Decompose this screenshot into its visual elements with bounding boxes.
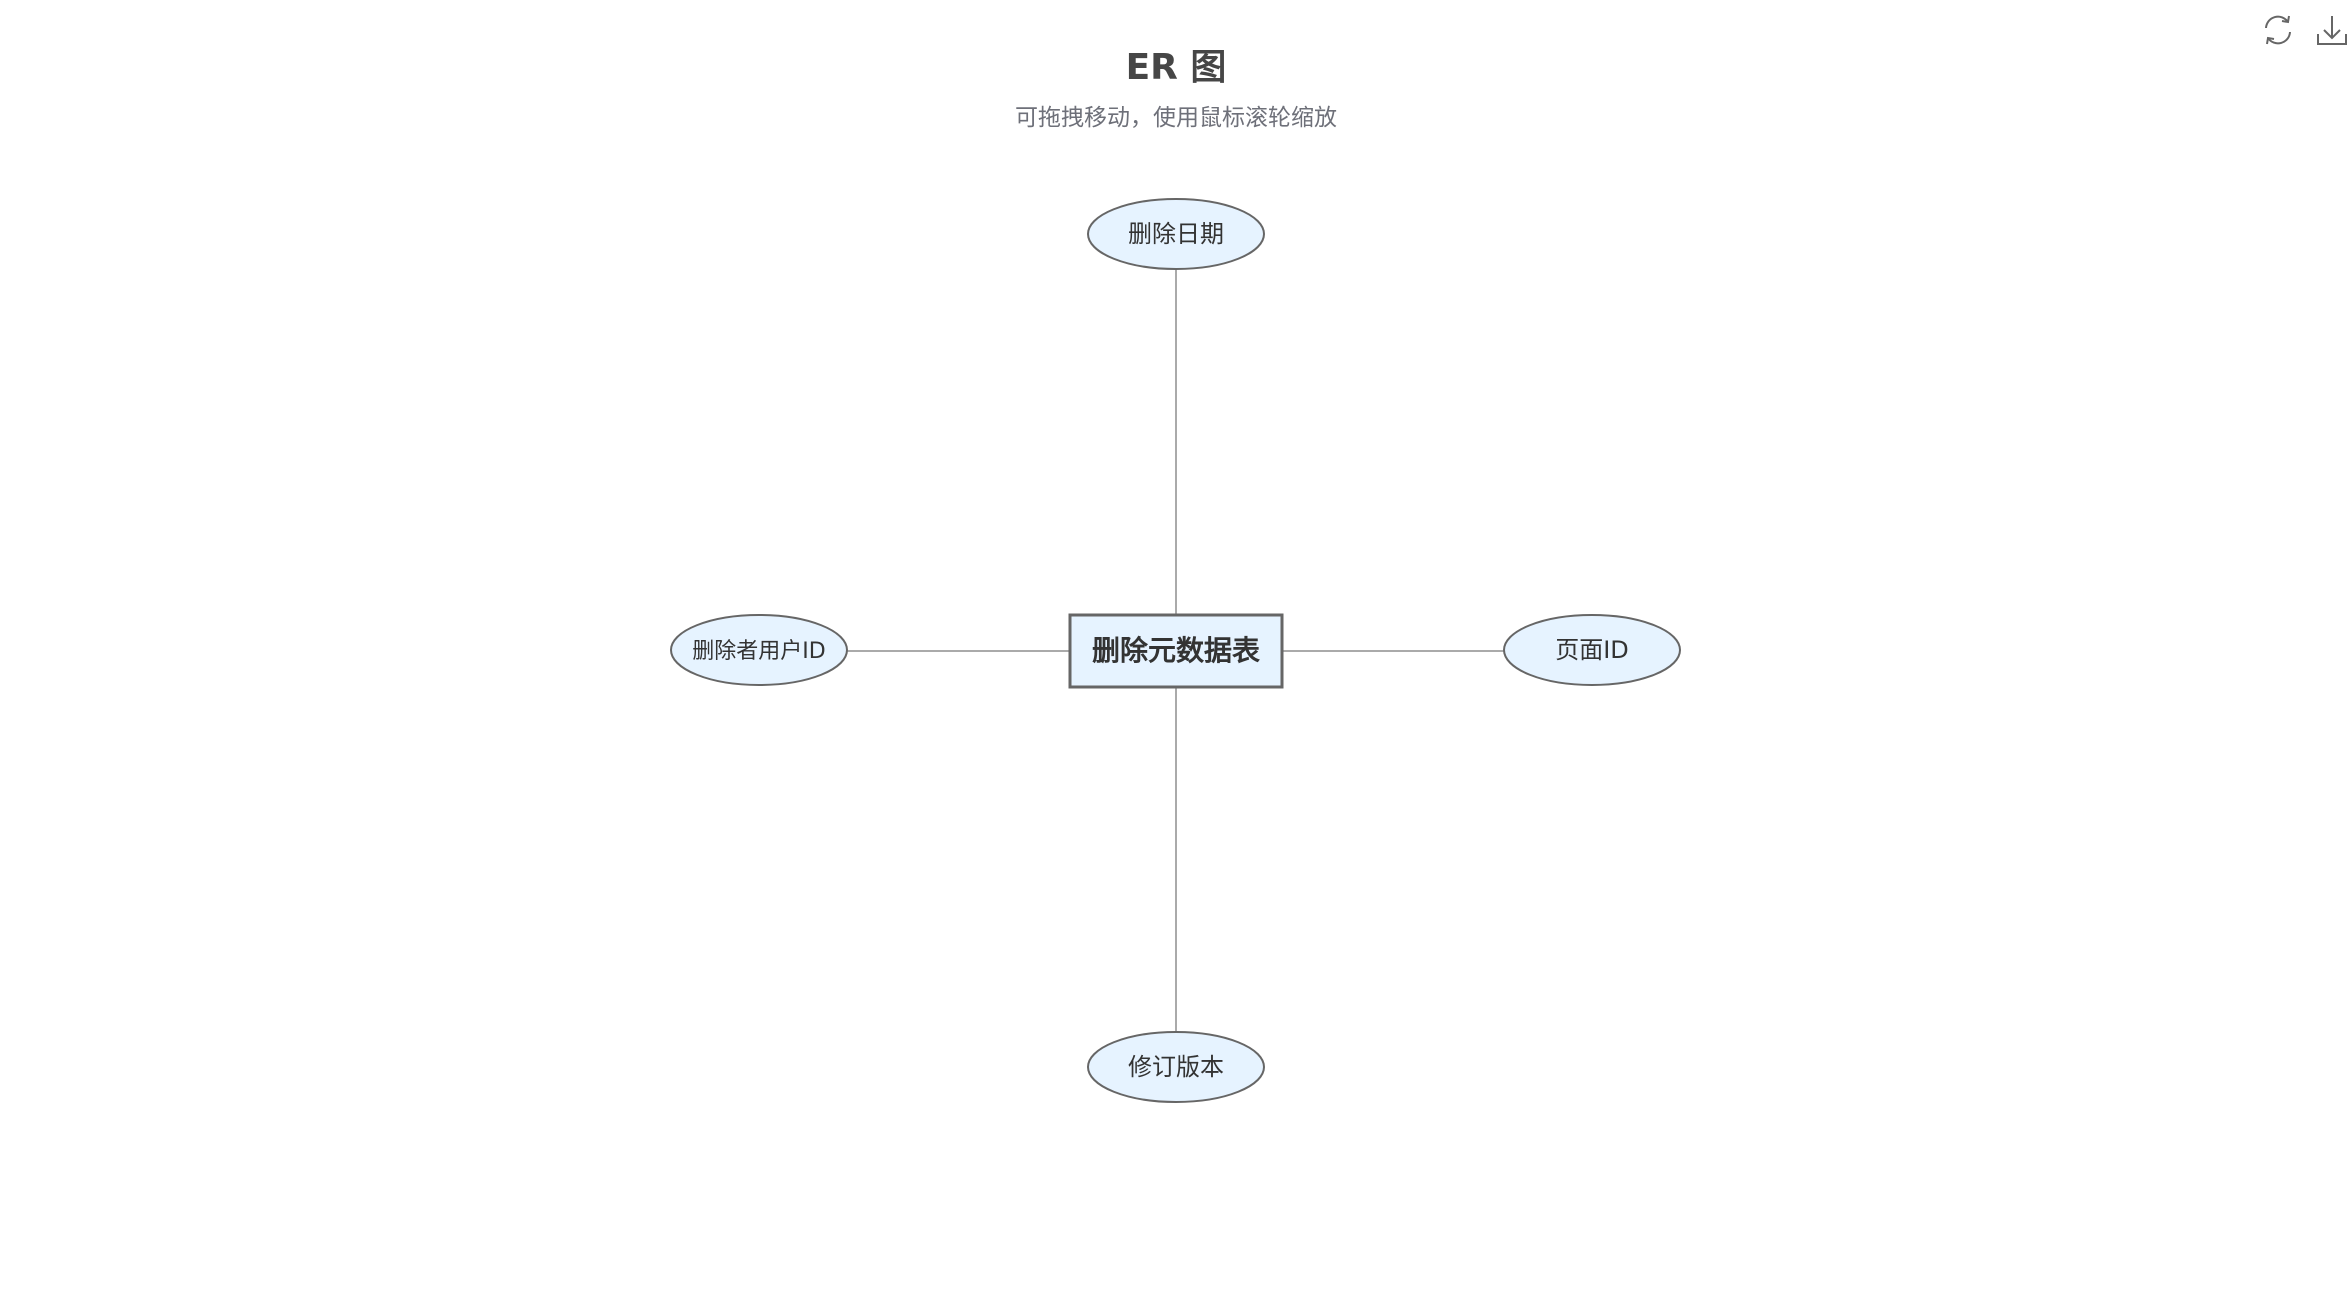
attribute-label: 删除日期 — [1128, 220, 1224, 248]
entity-node-delete-metadata-table[interactable]: 删除元数据表 — [1068, 613, 1284, 689]
attribute-node-delete-date[interactable]: 删除日期 — [1087, 198, 1265, 270]
entity-label: 删除元数据表 — [1092, 634, 1260, 667]
attribute-node-page-id[interactable]: 页面ID — [1503, 614, 1681, 686]
attribute-label: 页面ID — [1555, 636, 1629, 664]
restore-button[interactable] — [2258, 10, 2298, 50]
attribute-label: 修订版本 — [1128, 1053, 1224, 1081]
download-icon — [2317, 16, 2347, 45]
refresh-icon — [2265, 15, 2291, 45]
attribute-label: 删除者用户ID — [692, 639, 825, 664]
attribute-node-deleter-user-id[interactable]: 删除者用户ID — [670, 614, 848, 686]
attribute-node-revision-version[interactable]: 修订版本 — [1087, 1031, 1265, 1103]
chart-subtitle: 可拖拽移动，使用鼠标滚轮缩放 — [1015, 105, 1337, 131]
toolbox — [2258, 10, 2352, 50]
save-as-image-button[interactable] — [2312, 10, 2352, 50]
chart-title: ER 图 — [1125, 47, 1227, 88]
